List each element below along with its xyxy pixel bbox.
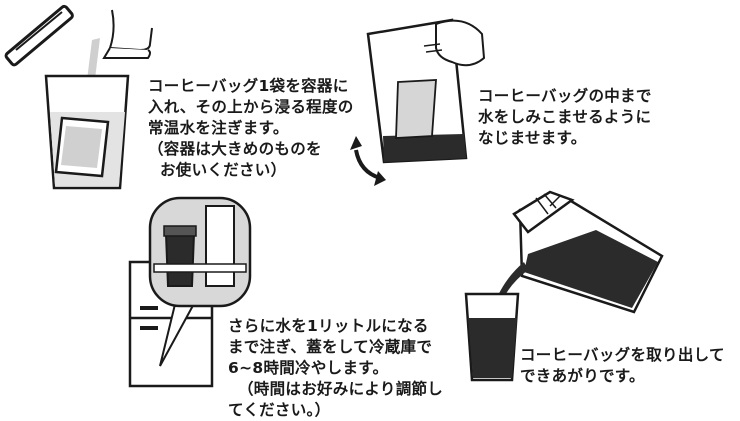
step3-line: さらに水を1リットルになる <box>228 317 429 335</box>
step3-line: まで注ぎ、蓋をして冷蔵庫で <box>228 338 433 356</box>
step1-line: 入れ、その上から浸る程度の <box>148 98 354 116</box>
step2-line: コーヒーバッグの中まで <box>478 87 652 105</box>
step3-illustration <box>128 196 252 388</box>
step1-line: コーヒーバッグ1袋を容器に <box>148 77 349 95</box>
step1-illustration <box>4 4 153 190</box>
step4-illustration <box>464 190 664 382</box>
step2-line: 水をしみこませるように <box>478 108 652 126</box>
finished-glass-icon <box>464 292 520 382</box>
coffee-bag-icon <box>54 116 110 178</box>
step4-line: できあがりです。 <box>520 367 645 385</box>
step3-line: 6~8時間冷やします。 <box>228 359 389 377</box>
step1-note: お使いください） <box>160 161 287 179</box>
step1-line: 常温水を注ぎます。 <box>148 119 289 137</box>
pitcher-icon <box>512 190 664 314</box>
water-pour-hand-icon <box>102 9 153 59</box>
step1-note: （容器は大きめのものを <box>148 140 322 158</box>
step4-text: コーヒーバッグを取り出して できあがりです。 <box>520 345 725 387</box>
holding-bag-icon <box>366 18 486 164</box>
container-lid-icon <box>4 4 74 67</box>
step2-line: なじませます。 <box>478 129 587 147</box>
shake-arrow-icon <box>354 149 381 180</box>
step3-note: （時間はお好みにより調節し <box>238 380 444 398</box>
step4-line: コーヒーバッグを取り出して <box>520 346 725 364</box>
step2-text: コーヒーバッグの中まで 水をしみこませるように なじませます。 <box>478 86 652 149</box>
step3-text: さらに水を1リットルになる まで注ぎ、蓋をして冷蔵庫で 6~8時間冷やします。 … <box>228 316 443 421</box>
step1-text: コーヒーバッグ1袋を容器に 入れ、その上から浸る程度の 常温水を注ぎます。 （容… <box>148 76 354 181</box>
fridge-zoom-bubble <box>148 196 252 308</box>
step2-illustration <box>350 18 486 186</box>
step3-note: てください。） <box>228 401 331 419</box>
